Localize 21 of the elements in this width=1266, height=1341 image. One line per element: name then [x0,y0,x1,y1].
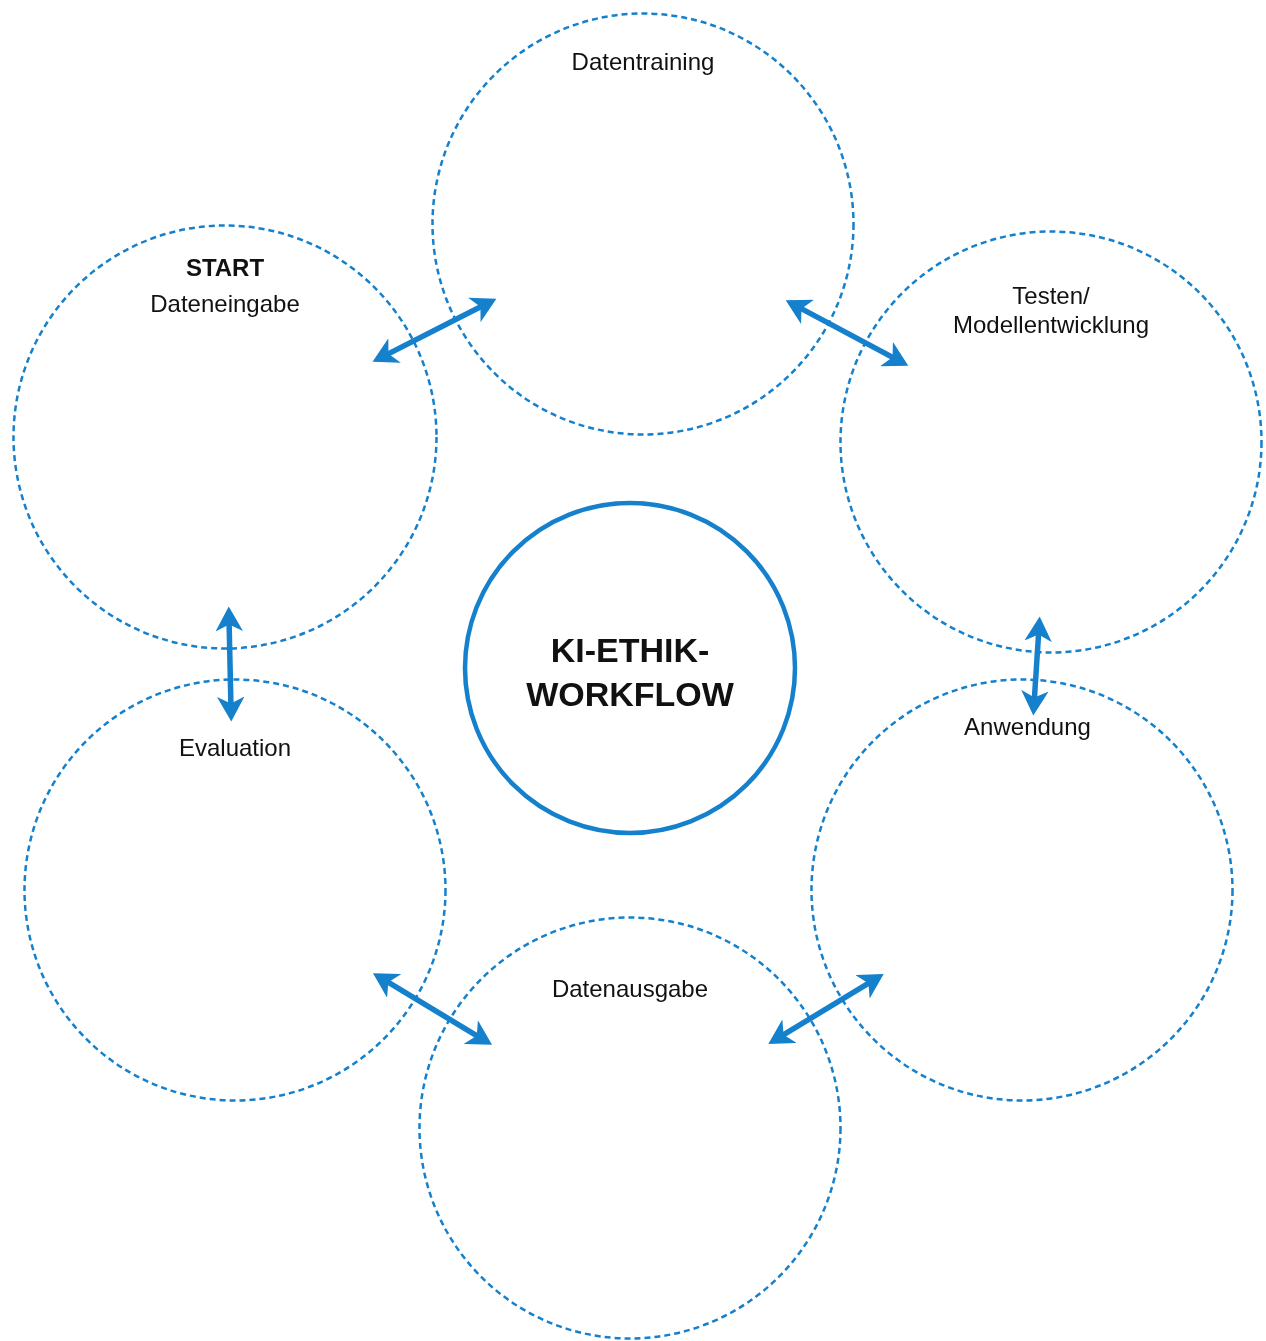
start-label: START [185,254,265,283]
stage-label: Anwendung [964,713,1091,742]
double-arrow [372,973,493,1045]
stage-label: Datentraining [571,48,715,77]
dashed-stage-circle [12,224,438,650]
double-arrow [215,606,245,722]
double-arrow [372,297,497,363]
dashed-stage-circle [418,916,842,1340]
stage-label: Testen/ Modellentwicklung [951,282,1151,340]
double-arrow [785,299,909,367]
stage-label: Dateneingabe [150,290,300,319]
double-arrow [768,973,884,1045]
dashed-stage-circle [23,678,447,1102]
stage-label: Datenausgabe [551,975,709,1004]
center-circle [462,500,798,836]
double-arrow [1021,616,1052,716]
dashed-stage-circle [810,678,1234,1102]
stage-label: Evaluation [178,734,292,763]
dashed-stage-circle [839,230,1263,654]
title-text: KI-ETHIK- WORKFLOW [525,630,735,716]
dashed-stage-circle [431,12,855,436]
